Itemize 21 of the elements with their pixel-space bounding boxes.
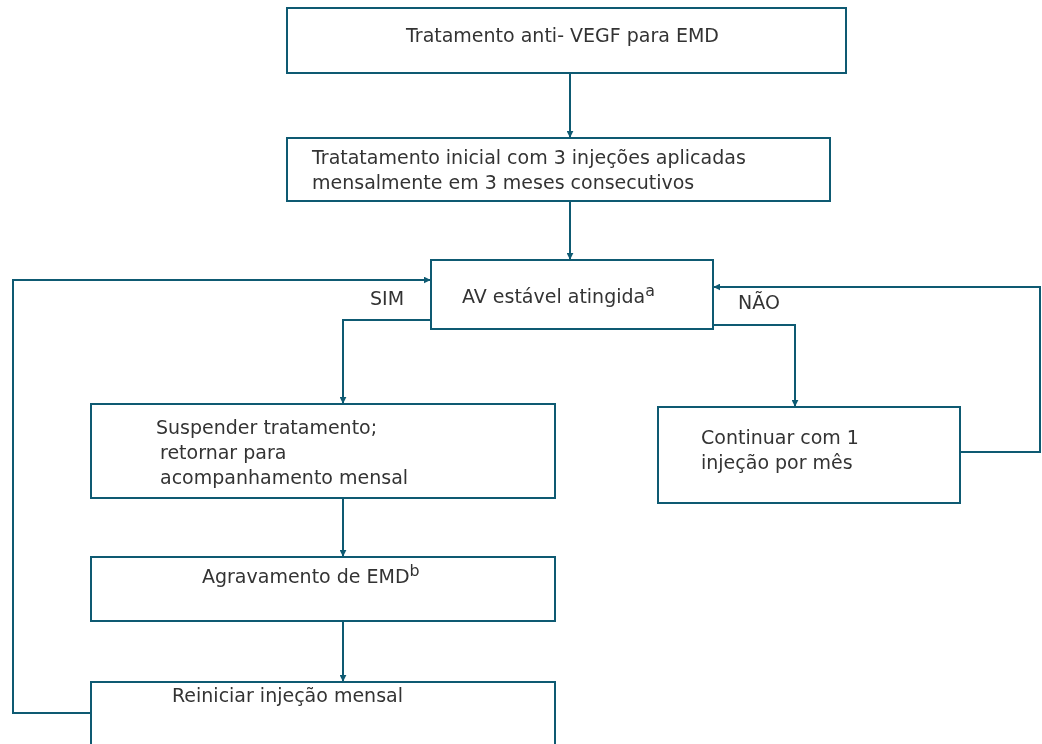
arrow bbox=[339, 621, 347, 682]
arrow bbox=[566, 201, 574, 260]
process-box bbox=[286, 137, 831, 202]
node-text: AV estável atingida$^{a}$ bbox=[462, 280, 656, 310]
process-box bbox=[286, 7, 847, 74]
process-box bbox=[430, 259, 714, 330]
process-box bbox=[90, 556, 556, 622]
arrow bbox=[713, 283, 1041, 453]
arrow bbox=[12, 276, 431, 714]
node-text: Agravamento de EMD$^{b}$ bbox=[202, 560, 421, 590]
arrow bbox=[566, 73, 574, 138]
arrow bbox=[713, 324, 799, 407]
node-text: Continuar com 1 injeção por mês bbox=[701, 425, 860, 475]
node-text: Tratamento anti- VEGF para EMD bbox=[406, 23, 720, 48]
process-box bbox=[90, 403, 556, 499]
arrow bbox=[339, 319, 431, 404]
process-box bbox=[657, 406, 961, 504]
node-text: Tratatamento inicial com 3 injeções aplicadas mensalmente em 3 meses consecutivos bbox=[312, 145, 747, 195]
process-box bbox=[90, 681, 556, 744]
arrow bbox=[339, 498, 347, 557]
node-text: Reiniciar injeção mensal bbox=[172, 683, 404, 708]
